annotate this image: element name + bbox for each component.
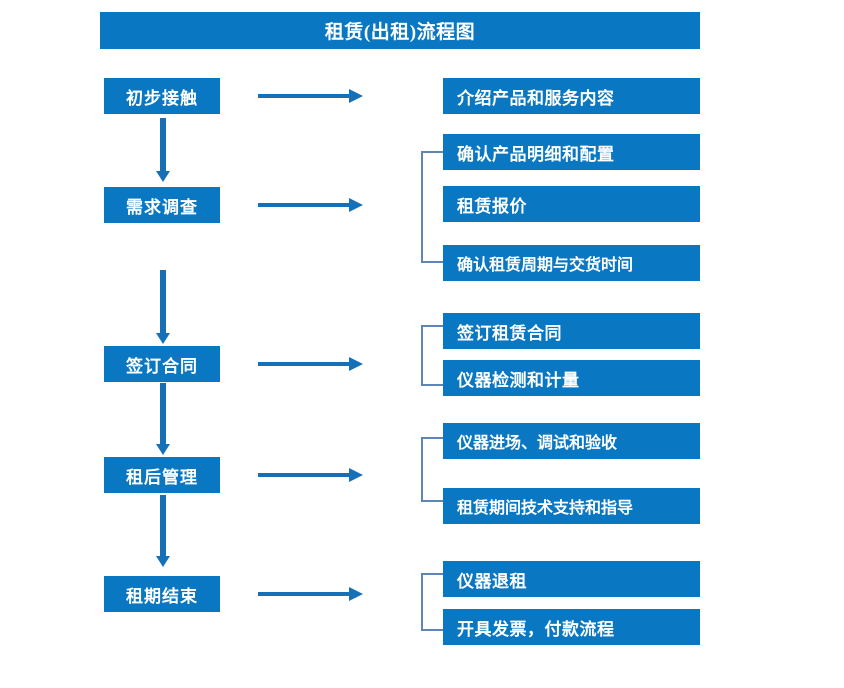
bracket-arm-top-icon [421,573,443,575]
detail-box-instrument-onsite-commissioning[interactable]: 仪器进场、调试和验收 [443,423,700,459]
arrow-head-icon [156,556,170,567]
arrow-shaft-icon [258,203,350,207]
bracket-arm-top-icon [421,151,443,153]
stage-box-post-rental-management[interactable]: 租后管理 [104,457,220,493]
arrow-head-icon [156,333,170,344]
arrow-shaft-icon [160,383,166,444]
bracket-lease-end [421,573,443,631]
stage-box-lease-end[interactable]: 租期结束 [104,576,220,612]
detail-box-technical-support[interactable]: 租赁期间技术支持和指导 [443,488,700,524]
arrow-right-requirement-survey [258,198,363,212]
bracket-spine-icon [421,151,423,263]
arrow-head-icon [156,444,170,455]
arrow-down-management-to-lease-end [156,495,170,567]
bracket-arm-top-icon [421,325,443,327]
arrow-down-survey-to-contract [156,270,170,344]
bracket-arm-bottom-icon [421,261,443,263]
detail-box-sign-lease-agreement[interactable]: 签订租赁合同 [443,313,700,349]
arrow-head-icon [349,468,363,482]
arrow-shaft-icon [258,94,350,98]
page-title: 租赁(出租)流程图 [100,12,700,49]
bracket-spine-icon [421,325,423,386]
arrow-down-initial-to-survey [156,118,170,182]
arrow-head-icon [349,198,363,212]
detail-box-confirm-lease-period[interactable]: 确认租赁周期与交货时间 [443,245,700,281]
bracket-sign-contract [421,325,443,386]
stage-box-sign-contract[interactable]: 签订合同 [104,346,220,382]
arrow-right-sign-contract [258,357,363,371]
arrow-head-icon [156,171,170,182]
arrow-shaft-icon [160,495,166,556]
bracket-arm-bottom-icon [421,384,443,386]
bracket-arm-top-icon [421,437,443,439]
detail-box-introduce-products[interactable]: 介绍产品和服务内容 [443,78,700,114]
stage-box-requirement-survey[interactable]: 需求调查 [104,187,220,223]
detail-box-instrument-return[interactable]: 仪器退租 [443,561,700,597]
arrow-shaft-icon [258,473,350,477]
bracket-arm-bottom-icon [421,629,443,631]
arrow-shaft-icon [160,118,166,171]
bracket-arm-bottom-icon [421,500,443,502]
arrow-head-icon [349,357,363,371]
arrow-right-lease-end [258,587,363,601]
arrow-right-initial-contact [258,89,363,103]
stage-box-initial-contact[interactable]: 初步接触 [104,78,220,114]
detail-box-confirm-product-spec[interactable]: 确认产品明细和配置 [443,134,700,170]
arrow-head-icon [349,89,363,103]
detail-box-invoice-payment[interactable]: 开具发票，付款流程 [443,609,700,645]
bracket-spine-icon [421,437,423,502]
detail-box-instrument-inspection[interactable]: 仪器检测和计量 [443,360,700,396]
arrow-shaft-icon [160,270,166,333]
arrow-shaft-icon [258,592,350,596]
bracket-post-rental-management [421,437,443,502]
bracket-spine-icon [421,573,423,631]
arrow-down-contract-to-management [156,383,170,455]
arrow-head-icon [349,587,363,601]
arrow-shaft-icon [258,362,350,366]
arrow-right-post-rental-management [258,468,363,482]
bracket-requirement-survey [421,151,443,263]
detail-box-rental-quotation[interactable]: 租赁报价 [443,186,700,222]
